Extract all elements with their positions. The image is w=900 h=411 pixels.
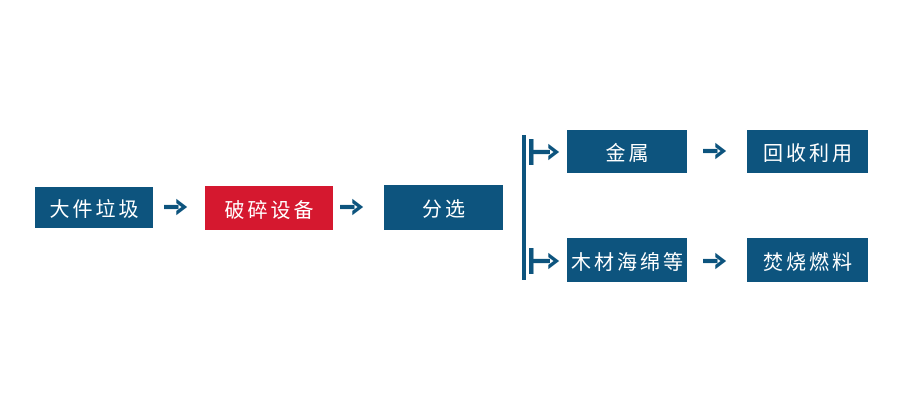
arrow-right-icon	[164, 198, 188, 216]
node-sorting: 分选	[384, 185, 503, 230]
arrow-right-icon	[703, 142, 727, 160]
node-crushing-equipment: 破碎设备	[205, 186, 333, 230]
branch-arrow-icon	[529, 139, 560, 165]
arrow-right-icon	[703, 252, 727, 270]
node-bulky-waste: 大件垃圾	[35, 187, 153, 228]
node-recycling: 回收利用	[747, 130, 868, 173]
arrow-right-icon	[340, 198, 364, 216]
node-metal: 金属	[567, 130, 687, 173]
node-incineration-fuel: 焚烧燃料	[747, 238, 868, 282]
node-wood-sponge: 木材海绵等	[567, 238, 687, 282]
branch-arrow-icon	[529, 248, 560, 274]
branch-connector-line	[522, 135, 526, 280]
